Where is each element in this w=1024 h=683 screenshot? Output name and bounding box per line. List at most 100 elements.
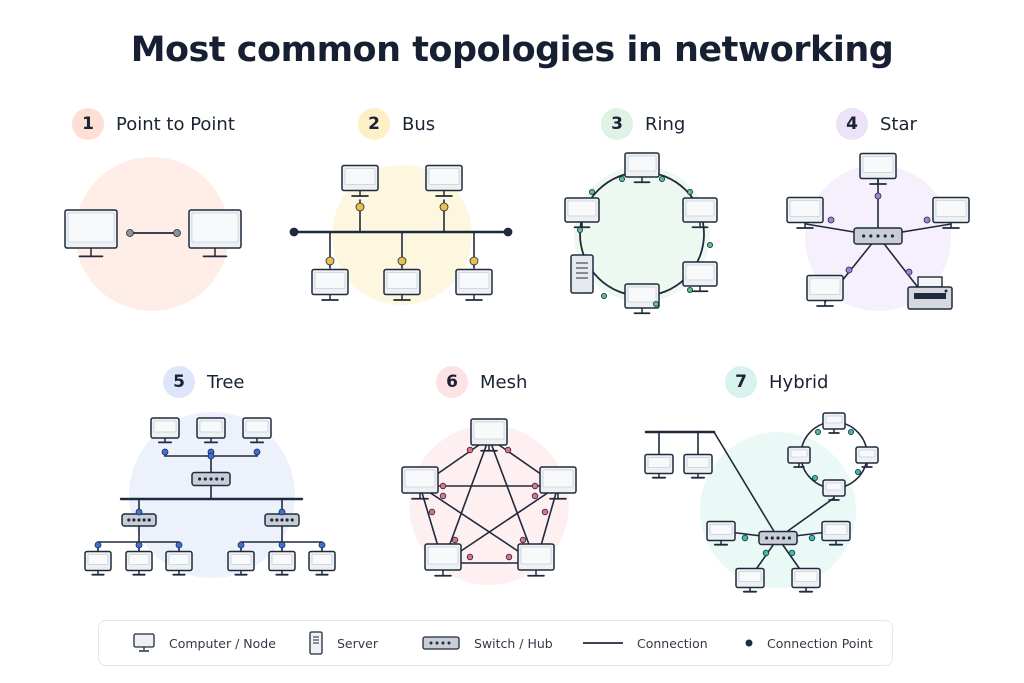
label-star: Star [880,113,917,135]
connection-point [601,292,608,299]
connection-line [877,235,921,291]
computer-icon [855,446,879,468]
connection-point [855,468,862,475]
connection-point [355,202,365,212]
header-tree: 5 Tree [163,366,245,398]
connection-point [589,188,596,195]
connection-point [237,541,245,549]
legend-server-label: Server [337,635,378,651]
header-star: 4 Star [836,108,917,140]
computer-icon [425,164,463,197]
legend-server: Server [309,621,378,665]
server-icon [309,631,323,655]
connection-point [653,300,660,307]
badge-2: 2 [358,108,390,140]
bus-terminator [289,227,299,237]
connection-point [126,229,134,237]
computer-icon [786,196,824,229]
connection-point [845,266,853,274]
computer-icon [644,453,674,479]
computer-icon [859,152,897,185]
computer-icon [383,268,421,301]
legend: Computer / Node Server Switch / Hub Conn… [98,620,893,666]
legend-point-label: Connection Point [767,635,873,651]
computer-icon [165,550,193,576]
connection-point [827,216,835,224]
connection-point [397,256,407,266]
legend-computer-label: Computer / Node [169,635,276,651]
computer-icon [64,209,118,258]
legend-connection: Connection [583,621,708,665]
connection-point [619,175,626,182]
legend-switch: Switch / Hub [422,621,553,665]
switch-icon [264,513,300,527]
header-hybrid: 7 Hybrid [725,366,828,398]
computer-icon [341,164,379,197]
connection-point [707,241,714,248]
connection-point [173,229,181,237]
connection-point [519,536,527,544]
switch-icon [191,471,231,487]
badge-1: 1 [72,108,104,140]
connection-point [253,448,261,456]
computer-icon [735,567,765,593]
connection-point [439,482,447,490]
connection-point [278,541,286,549]
computer-icon [125,550,153,576]
computer-icon [683,453,713,479]
computer-icon [539,466,577,500]
computer-icon [311,268,349,301]
computer-icon [624,283,660,315]
mesh-link [442,437,490,564]
legend-switch-label: Switch / Hub [474,635,553,651]
connection-point [94,541,102,549]
connection-point-icon [745,639,753,647]
computer-icon [424,543,462,577]
connection-line [713,431,779,539]
connection-point [762,549,770,557]
connection-point [874,192,882,200]
tree-background [129,412,295,578]
hybrid-background [700,432,856,588]
connection-point [531,482,539,490]
computer-icon [682,197,718,229]
connection-point [687,286,694,293]
connection-point [541,508,549,516]
computer-icon [706,520,736,546]
computer-icon [455,268,493,301]
page-title: Most common topologies in networking [130,30,894,70]
computer-icon [624,152,660,184]
header-bus: 2 Bus [358,108,435,140]
connection-point [848,428,855,435]
computer-icon [133,633,155,652]
legend-computer: Computer / Node [133,621,276,665]
connection-point [466,446,474,454]
label-ring: Ring [645,113,686,135]
connection-point [505,553,513,561]
connection-point [439,202,449,212]
computer-icon [227,550,255,576]
computer-icon [517,543,555,577]
badge-5: 5 [163,366,195,398]
computer-icon [822,412,846,434]
badge-7: 7 [725,366,757,398]
badge-3: 3 [601,108,633,140]
mesh-link [419,485,537,564]
label-point-to-point: Point to Point [116,113,235,135]
connection-point [812,474,819,481]
switch-icon [853,227,903,245]
computer-icon [308,550,336,576]
computer-icon [932,196,970,229]
connection-point [788,549,796,557]
server-icon [570,254,594,294]
computer-icon [401,466,439,500]
label-hybrid: Hybrid [769,371,829,393]
legend-point: Connection Point [745,621,873,665]
header-mesh: 6 Mesh [436,366,527,398]
computer-icon [821,520,851,546]
computer-icon [791,567,821,593]
computer-icon [196,417,226,444]
connection-point [741,534,749,542]
connection-point [175,541,183,549]
